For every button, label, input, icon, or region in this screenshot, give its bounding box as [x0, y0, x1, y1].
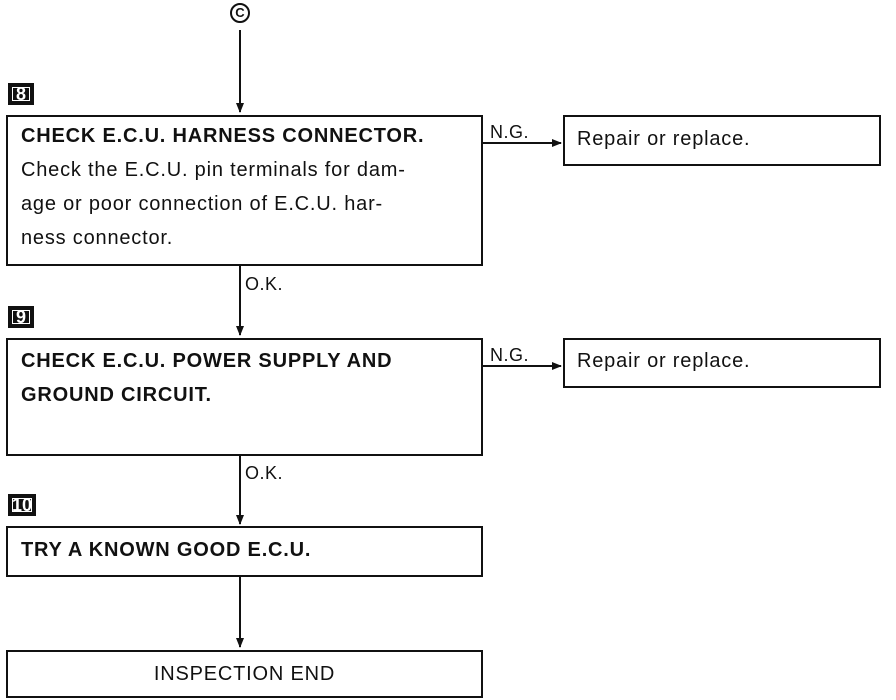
step-9-badge: 9	[8, 306, 34, 328]
step-8-line-3: ness connector.	[21, 227, 174, 249]
step-9-ok-label: O.K.	[245, 463, 284, 483]
step-10-badge: 10	[8, 494, 36, 516]
step-9-ng-action: Repair or replace.	[577, 350, 751, 372]
inspection-end-label: INSPECTION END	[153, 663, 336, 685]
step-8-title: CHECK E.C.U. HARNESS CONNECTOR.	[21, 125, 425, 147]
connector-c: C	[230, 3, 250, 23]
step-9-number: 9	[10, 308, 32, 326]
step-8-line-1: Check the E.C.U. pin terminals for dam-	[21, 159, 406, 181]
step-9-box: CHECK E.C.U. POWER SUPPLY AND GROUND CIR…	[6, 338, 483, 456]
step-8-number: 8	[10, 85, 32, 103]
step-10-title: TRY A KNOWN GOOD E.C.U.	[21, 539, 312, 561]
step-9-title-line-2: GROUND CIRCUIT.	[21, 384, 212, 406]
step-8-box: CHECK E.C.U. HARNESS CONNECTOR. Check th…	[6, 115, 483, 266]
step-8-line-2: age or poor connection of E.C.U. har-	[21, 193, 384, 215]
step-8-ng-action: Repair or replace.	[577, 128, 751, 150]
step-9-ng-action-box: Repair or replace.	[563, 338, 881, 388]
step-8-ng-action-box: Repair or replace.	[563, 115, 881, 166]
step-8-badge: 8	[8, 83, 34, 105]
step-9-ng-label: N.G.	[490, 345, 530, 365]
step-9-title-line-1: CHECK E.C.U. POWER SUPPLY AND	[21, 350, 393, 372]
step-10-box: TRY A KNOWN GOOD E.C.U.	[6, 526, 483, 577]
step-10-number: 10	[11, 495, 33, 515]
step-8-ok-label: O.K.	[245, 274, 284, 294]
step-8-ng-label: N.G.	[490, 122, 530, 142]
inspection-end-box: INSPECTION END	[6, 650, 483, 698]
connector-c-label: C	[235, 5, 245, 20]
